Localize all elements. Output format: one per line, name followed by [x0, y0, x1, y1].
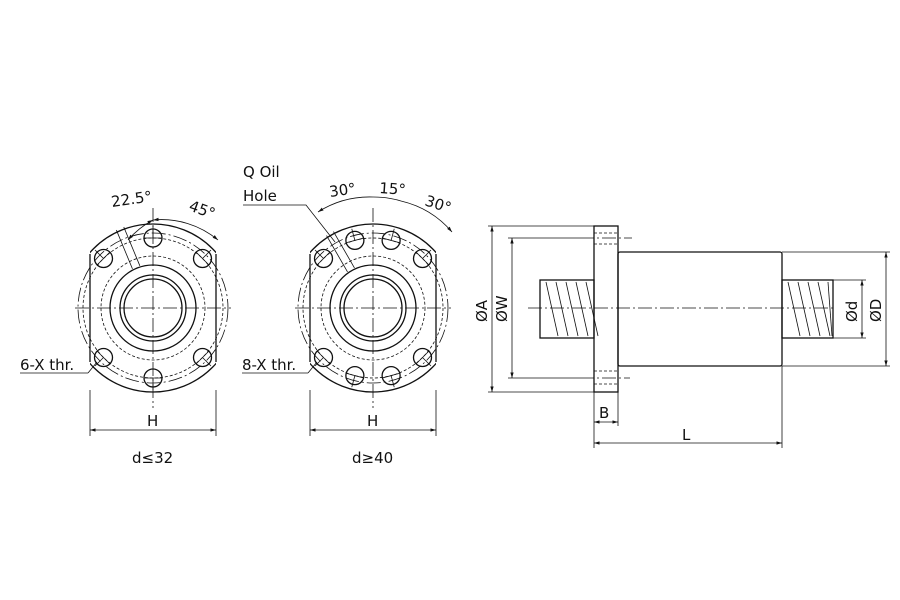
screw-thread	[545, 281, 559, 337]
bolt-hole	[192, 248, 213, 269]
bolt-hole	[412, 248, 433, 269]
flange-front-view-large	[295, 208, 451, 408]
bolt-hole	[412, 347, 433, 368]
bolt-hole	[93, 248, 114, 269]
screw-thread	[817, 281, 831, 337]
screw-thread	[827, 281, 833, 337]
screw-thread	[565, 281, 579, 337]
screw-thread	[575, 281, 589, 337]
angle-45-label: 45°	[187, 197, 218, 223]
bolt-hole-mark	[422, 249, 432, 259]
bolt-hole	[313, 347, 334, 368]
dim-D-label: ØD	[867, 299, 885, 322]
bolt-hole-mark	[314, 249, 324, 259]
pitch-circle	[302, 237, 444, 379]
screw-thread	[797, 281, 811, 337]
hidden-circle	[100, 255, 206, 361]
angle-15-label: 15°	[379, 179, 407, 199]
screw-thread	[787, 281, 801, 337]
dim-B-label: B	[599, 404, 609, 422]
bolt-hole	[345, 365, 365, 386]
dim-A-label: ØA	[473, 299, 491, 322]
width-H-label-right: H	[367, 412, 378, 430]
oil-hole-line	[123, 226, 141, 266]
oil-hole-line	[326, 235, 348, 273]
dim-L-label: L	[682, 426, 691, 444]
bolt-hole	[192, 347, 213, 368]
hidden-circle	[320, 255, 426, 361]
bolt-hole-mark	[422, 357, 432, 367]
thread-8x-label: 8-X thr.	[242, 356, 296, 374]
dim-W-label: ØW	[493, 295, 511, 322]
bolt-hole	[313, 248, 334, 269]
bolt-hole-mark	[94, 249, 104, 259]
dim-d-label: Ød	[843, 301, 861, 322]
screw-thread	[585, 281, 599, 337]
angle-30-label-b: 30°	[423, 192, 454, 217]
bolt-hole-mark	[390, 375, 395, 388]
bolt-hole-mark	[94, 357, 104, 367]
oil-hole-line	[333, 231, 355, 269]
bolt-hole-mark	[314, 357, 324, 367]
flange-front-view-small	[75, 208, 231, 408]
caption-d-le-32: d≤32	[132, 449, 173, 467]
bolt-hole-mark	[390, 228, 395, 241]
thread-6x-label: 6-X thr.	[20, 356, 74, 374]
oil-hole-label-line2: Hole	[243, 187, 277, 205]
bolt-hole	[381, 365, 401, 386]
oil-hole-label-line1: Q Oil	[243, 163, 280, 181]
caption-d-ge-40: d≥40	[352, 449, 393, 467]
nut-side-view: ØA ØW Ød ØD B L	[473, 225, 890, 448]
bolt-hole-mark	[351, 228, 356, 241]
angle-30-label-a: 30°	[328, 179, 357, 201]
pitch-circle	[82, 237, 224, 379]
angle-22-5-label: 22.5°	[110, 187, 153, 211]
bolt-hole-mark	[351, 375, 356, 388]
bolt-hole-mark	[202, 357, 212, 367]
bolt-hole-mark	[202, 249, 212, 259]
bolt-hole	[93, 347, 114, 368]
screw-thread	[807, 281, 821, 337]
screw-thread	[555, 281, 569, 337]
width-H-label-left: H	[147, 412, 158, 430]
oil-hole-line	[116, 229, 133, 270]
